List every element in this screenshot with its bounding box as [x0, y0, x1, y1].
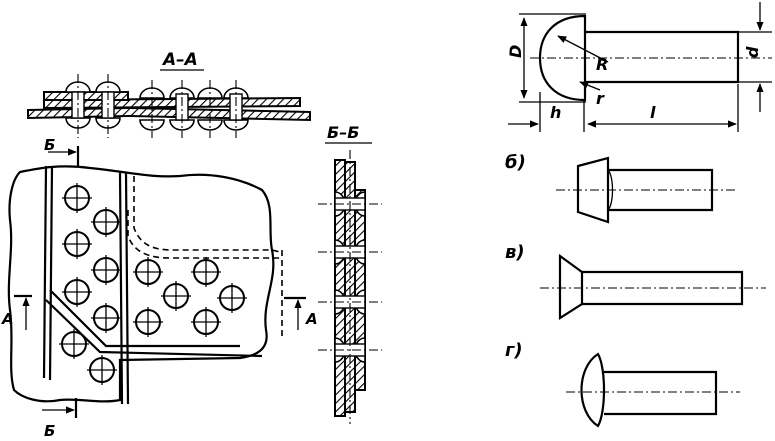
strap-chamfer	[49, 289, 240, 348]
dim-R-leader	[557, 35, 609, 63]
plan-view: Б Б А А	[1, 136, 318, 440]
dim-D-label: D	[506, 45, 525, 58]
rivet-countersunk-head: в)	[505, 242, 766, 321]
rivet-centerlines	[59, 183, 247, 385]
section-aa-view: А–А	[27, 50, 311, 138]
rivet-g-head	[580, 352, 606, 428]
dim-h-label: h	[550, 103, 561, 122]
section-aa-rivets	[65, 74, 249, 138]
rivet-shank	[585, 30, 740, 84]
fig-g-label: г)	[505, 340, 523, 361]
fig-b-label: б)	[505, 152, 526, 173]
section-bb-title: Б–Б	[327, 123, 359, 142]
cut-b-top-label: Б	[44, 136, 55, 154]
section-aa-cover-plate	[43, 91, 129, 101]
rivet-v-shank	[582, 270, 744, 306]
plate-break-outline	[7, 165, 275, 403]
rivet-v-head	[558, 253, 584, 321]
strap-edge-right	[124, 171, 130, 405]
cut-a-left-label: А	[1, 310, 14, 328]
rivet-lens-head: г)	[505, 340, 740, 428]
dim-l-label: l	[650, 103, 656, 122]
rivet-b-head	[576, 156, 610, 224]
dim-r-leader	[579, 81, 601, 91]
strap-edge-left	[42, 165, 48, 379]
section-aa-title: А–А	[161, 50, 198, 70]
dim-R-label: R	[596, 55, 608, 74]
rivet-conical-head: б)	[505, 152, 736, 224]
cut-b-bottom-label: Б	[44, 422, 55, 440]
fig-v-label: в)	[505, 242, 525, 263]
rivet-head	[538, 14, 587, 102]
rivet-semicircular-head: D d R r h l	[506, 2, 772, 132]
hidden-plate-edge	[133, 176, 281, 253]
rivet-g-shank	[604, 370, 718, 416]
dim-d-label: d	[743, 46, 762, 58]
cut-a-right-label: А	[305, 310, 318, 328]
section-bb-view: Б–Б	[318, 123, 382, 424]
dim-r-label: r	[596, 89, 605, 108]
section-bb-rivets	[318, 150, 382, 424]
